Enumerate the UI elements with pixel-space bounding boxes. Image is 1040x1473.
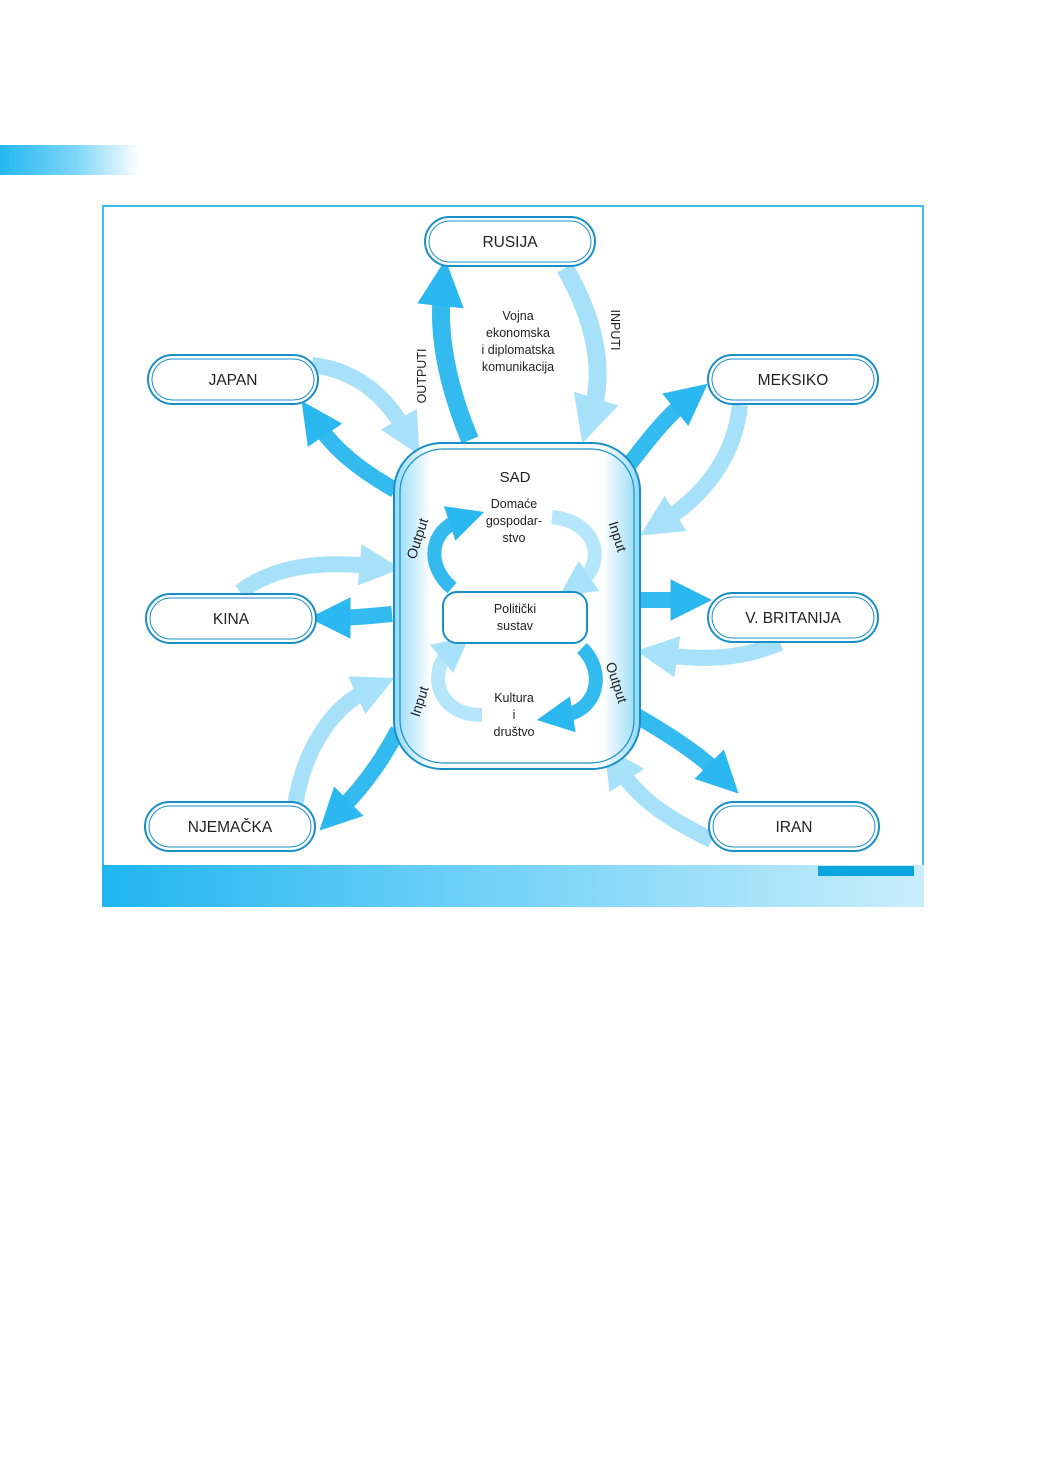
inner-arrow-output-bottom bbox=[536, 642, 603, 733]
outputs-label: OUTPUTI bbox=[415, 349, 429, 404]
arrow-input-russia bbox=[557, 263, 619, 444]
country-japan: JAPAN bbox=[147, 354, 319, 405]
political-system-line-1: Politički bbox=[494, 602, 536, 616]
arrow-output-mexico bbox=[618, 383, 708, 475]
arrow-input-china bbox=[235, 544, 401, 599]
arrow-input-japan bbox=[310, 357, 420, 456]
culture-line-2: i bbox=[513, 708, 516, 722]
country-britain: V. BRITANIJA bbox=[707, 592, 879, 643]
culture-line-1: Kultura bbox=[494, 691, 534, 705]
inputs-label: INPUTI bbox=[608, 310, 622, 351]
country-germany-label: NJEMAČKA bbox=[188, 819, 273, 836]
country-russia: RUSIJA bbox=[424, 216, 596, 267]
domestic-economy-line-1: Domaće bbox=[491, 497, 538, 511]
country-china: KINA bbox=[145, 593, 317, 644]
communication-line-4: komunikacija bbox=[482, 360, 554, 374]
inner-arrow-input-top bbox=[550, 510, 602, 597]
country-iran-label: IRAN bbox=[775, 819, 812, 836]
country-iran: IRAN bbox=[708, 801, 880, 852]
country-mexico-label: MEKSIKO bbox=[758, 372, 829, 389]
corner-tab-decoration bbox=[0, 145, 140, 175]
country-china-label: KINA bbox=[213, 611, 250, 628]
communication-line-2: ekonomska bbox=[486, 326, 550, 340]
sad-box-inner-border bbox=[399, 448, 635, 764]
domestic-economy-line-2: gospodar- bbox=[486, 514, 542, 528]
arrow-output-china bbox=[308, 597, 393, 639]
arrow-input-britain bbox=[636, 635, 784, 678]
arrow-input-mexico bbox=[640, 404, 748, 536]
political-system-box bbox=[442, 591, 588, 644]
arrow-output-iran bbox=[631, 708, 739, 794]
country-britain-label: V. BRITANIJA bbox=[745, 610, 841, 627]
domestic-economy-line-3: stvo bbox=[503, 531, 526, 545]
political-system-line-2: sustav bbox=[497, 619, 534, 633]
communication-line-1: Vojna bbox=[502, 309, 533, 323]
arrow-output-germany bbox=[319, 726, 406, 831]
country-mexico: MEKSIKO bbox=[707, 354, 879, 405]
sad-title: SAD bbox=[500, 469, 531, 486]
country-russia-label: RUSIJA bbox=[482, 234, 538, 251]
arrow-output-russia bbox=[417, 259, 479, 444]
bottom-mark-decoration bbox=[818, 866, 914, 876]
inner-arrow-input-bottom bbox=[430, 635, 483, 722]
arrow-input-germany bbox=[287, 676, 395, 807]
bottom-band-decoration bbox=[102, 865, 924, 907]
communication-line-3: i diplomatska bbox=[482, 343, 555, 357]
country-germany: NJEMAČKA bbox=[144, 801, 316, 852]
country-japan-label: JAPAN bbox=[209, 372, 258, 389]
arrow-input-iran bbox=[603, 745, 716, 848]
inner-arrow-output-top bbox=[427, 506, 485, 594]
arrow-output-japan bbox=[301, 400, 399, 497]
culture-line-3: društvo bbox=[494, 725, 535, 739]
